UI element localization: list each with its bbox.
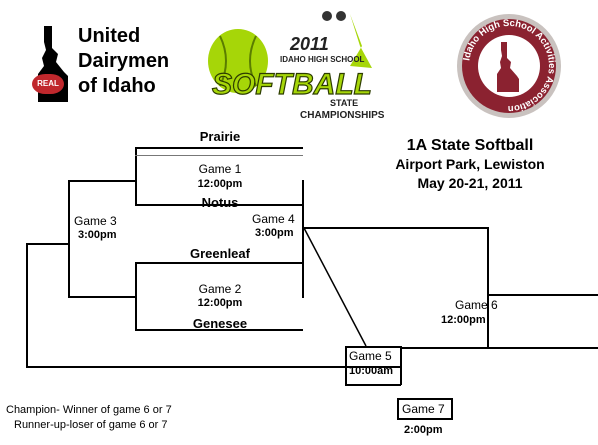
g5-right-line bbox=[400, 346, 402, 385]
g1-left-line bbox=[135, 147, 137, 205]
g7-left-line bbox=[397, 398, 399, 420]
game4-label: Game 4 bbox=[252, 212, 295, 226]
g5-mid-line bbox=[345, 366, 401, 368]
logo-state: STATE bbox=[330, 98, 358, 108]
runnerup-note: Runner-up-loser of game 6 or 7 bbox=[14, 419, 168, 431]
game6-label: Game 6 bbox=[455, 298, 498, 312]
team-greenleaf: Greenleaf bbox=[190, 246, 250, 261]
dates: May 20-21, 2011 bbox=[417, 175, 523, 191]
g6-bottom-line bbox=[487, 347, 598, 349]
g4-right-line bbox=[302, 180, 304, 297]
g6-top-line bbox=[487, 294, 598, 296]
g1-inner-line bbox=[135, 155, 303, 156]
team-genesee: Genesee bbox=[192, 316, 248, 331]
game2-label: Game 2 bbox=[198, 282, 242, 296]
game7-time: 2:00pm bbox=[404, 424, 443, 436]
logo-sport: SOFTBALL bbox=[212, 68, 372, 101]
game5-time: 10:00am bbox=[349, 365, 394, 377]
game1-time: 12:00pm bbox=[197, 178, 243, 190]
g3-down-line bbox=[26, 243, 28, 367]
logo-championships: CHAMPIONSHIPS bbox=[300, 110, 385, 121]
g7-right-line bbox=[451, 398, 453, 420]
ihsaa-seal-icon: Idaho High School Activities Association bbox=[457, 14, 561, 118]
g5-bottom-line bbox=[26, 366, 346, 368]
page-title: 1A State Softball bbox=[406, 137, 534, 154]
g5-out-line bbox=[400, 347, 487, 349]
sponsor-line1: United bbox=[78, 25, 141, 47]
game2-time: 12:00pm bbox=[197, 297, 243, 309]
logo-school: IDAHO HIGH SCHOOL bbox=[280, 55, 365, 64]
g2-left-line bbox=[135, 262, 137, 330]
g4-top-join bbox=[302, 180, 304, 182]
game4-time: 3:00pm bbox=[255, 227, 294, 239]
g4-bottom-join bbox=[302, 296, 304, 298]
team-notus: Notus bbox=[201, 195, 239, 210]
team-prairie: Prairie bbox=[199, 129, 241, 144]
sponsor-line3: of Idaho bbox=[78, 75, 156, 97]
g6-left-line bbox=[487, 227, 489, 348]
g3-bottom-line bbox=[68, 296, 136, 298]
g4-out-line bbox=[302, 227, 488, 229]
g7-top-line bbox=[397, 398, 453, 400]
logo-year: 2011 bbox=[289, 34, 329, 54]
real-badge: REAL bbox=[32, 74, 64, 94]
game7-label: Game 7 bbox=[402, 402, 445, 416]
g3-top-line bbox=[68, 180, 136, 182]
game5-label: Game 5 bbox=[349, 349, 392, 363]
game3-time: 3:00pm bbox=[78, 229, 117, 241]
venue: Airport Park, Lewiston bbox=[395, 156, 545, 172]
ihsaa-logo: Idaho High School Activities Association bbox=[455, 12, 563, 120]
sponsor-name: United Dairymen of Idaho bbox=[78, 24, 169, 99]
g3-left-line bbox=[68, 180, 70, 297]
champion-note: Champion- Winner of game 6 or 7 bbox=[6, 404, 172, 416]
g3-out-line bbox=[26, 243, 68, 245]
g2-top-line bbox=[135, 262, 303, 264]
sponsor-line2: Dairymen bbox=[78, 50, 170, 72]
g4-loser-line bbox=[303, 227, 367, 347]
g7-bottom-line bbox=[397, 418, 453, 420]
game1-label: Game 1 bbox=[198, 162, 242, 176]
g2-bottom-line bbox=[135, 329, 303, 331]
softball-logo-icon: 2011 IDAHO HIGH SCHOOL SOFTBALL STATE CH… bbox=[208, 11, 385, 121]
g1-top-line bbox=[135, 147, 303, 149]
g5-base-line bbox=[345, 384, 401, 386]
softball-championship-logo: 2011 IDAHO HIGH SCHOOL SOFTBALL STATE CH… bbox=[200, 6, 410, 124]
g5-top-line bbox=[345, 346, 401, 348]
united-dairymen-logo: REAL United Dairymen of Idaho bbox=[28, 18, 188, 108]
game3-label: Game 3 bbox=[74, 214, 117, 228]
g5-left-line bbox=[345, 346, 347, 385]
g1-bottom-line bbox=[135, 204, 303, 206]
game6-time: 12:00pm bbox=[441, 314, 486, 326]
